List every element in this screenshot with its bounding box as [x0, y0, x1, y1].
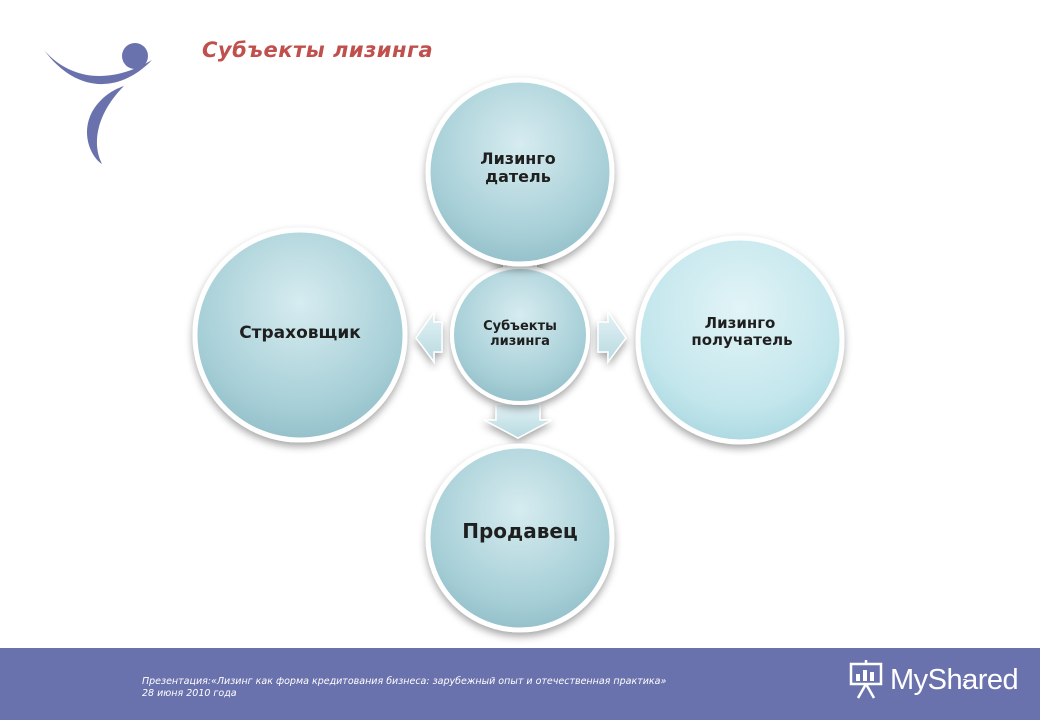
lessor-label-line1: Лизинго	[480, 149, 555, 168]
logo-arms	[44, 50, 152, 85]
arrow-right	[597, 309, 627, 365]
center-label-line1: Субъекты	[483, 319, 557, 334]
lessee-label-line1: Лизинго	[705, 314, 776, 332]
lessor-label-line2: датель	[485, 167, 551, 186]
arrow-left	[415, 309, 443, 365]
brand-name: MyShared	[890, 663, 1019, 696]
seller-label: Продавец	[462, 519, 578, 543]
leasing-subjects-diagram: Субъекты лизинга Лизинго датель Лизинго …	[192, 77, 845, 633]
logo-body	[86, 86, 124, 164]
center-label-line2: лизинга	[490, 334, 550, 349]
node-seller: Продавец	[425, 443, 615, 633]
insurer-label: Страховщик	[239, 323, 361, 343]
lessee-label-line2: получатель	[691, 331, 792, 349]
page-number: 2	[962, 678, 969, 689]
node-insurer: Страховщик	[192, 227, 408, 443]
presentation-board-icon	[849, 660, 883, 699]
company-logo	[44, 43, 152, 164]
node-lessor: Лизинго датель	[425, 77, 615, 267]
node-lessee: Лизинго получатель	[635, 235, 845, 445]
footer-presentation-title: Презентация:«Лизинг как форма кредитован…	[142, 676, 667, 687]
footer-bar: Презентация:«Лизинг как форма кредитован…	[0, 648, 1040, 720]
footer-date: 28 июня 2010 года	[142, 688, 237, 699]
brand-logo[interactable]: MyShared	[848, 660, 1019, 700]
page-title: Субъекты лизинга	[202, 38, 434, 62]
footer-caption: Презентация:«Лизинг как форма кредитован…	[142, 676, 666, 700]
arrow-down	[483, 403, 553, 439]
logo-head	[122, 43, 148, 69]
center-node: Субъекты лизинга	[450, 265, 590, 405]
